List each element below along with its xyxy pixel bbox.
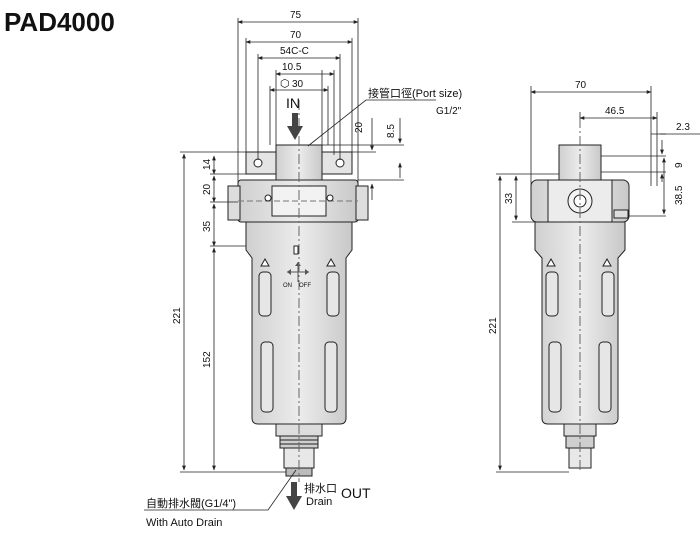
dim-front-20-right: 20 [354, 121, 365, 133]
drawing-title: PAD4000 [4, 7, 115, 37]
front-view [227, 100, 369, 482]
knob-off-label: OFF [299, 283, 311, 289]
dim-front-35: 35 [202, 220, 213, 232]
outlet-label: OUT [341, 485, 371, 501]
hex-symbol: ⬡ [280, 78, 290, 90]
dim-front-20-left: 20 [202, 183, 213, 195]
auto-drain-label-cn: 自動排水閥(G1/4") [146, 496, 236, 510]
dim-front-54cc: 54C-C [280, 46, 309, 57]
dim-front-152: 152 [202, 351, 213, 368]
dim-side-33: 33 [504, 192, 515, 204]
knob-on-label: ON [283, 283, 292, 289]
dim-side-38-5: 38.5 [674, 185, 685, 205]
dim-front-30: 30 [292, 79, 304, 90]
inlet-arrow [287, 113, 303, 140]
drain-label-en: Drain [306, 496, 332, 508]
dim-side-9: 9 [674, 162, 685, 168]
dim-front-14: 14 [202, 158, 213, 170]
port-label-thread: G1/2" [436, 106, 462, 117]
inlet-label: IN [286, 95, 300, 111]
port-label-cn: 接管口徑(Port size) [368, 86, 462, 100]
dim-side-2-3: 2.3 [676, 122, 690, 133]
dim-side-70: 70 [575, 80, 587, 91]
dim-front-221: 221 [172, 307, 183, 324]
dim-side-46-5: 46.5 [605, 106, 625, 117]
dim-side-221: 221 [488, 317, 499, 334]
dim-front-70: 70 [290, 30, 302, 41]
outlet-arrow [286, 482, 302, 510]
auto-drain-label-en: With Auto Drain [146, 517, 222, 529]
side-view [530, 118, 630, 470]
dim-front-75: 75 [290, 10, 302, 21]
drain-label-cn: 排水口 [304, 481, 337, 495]
dim-front-10-5: 10.5 [282, 62, 302, 73]
dim-front-8-5: 8.5 [386, 124, 397, 138]
